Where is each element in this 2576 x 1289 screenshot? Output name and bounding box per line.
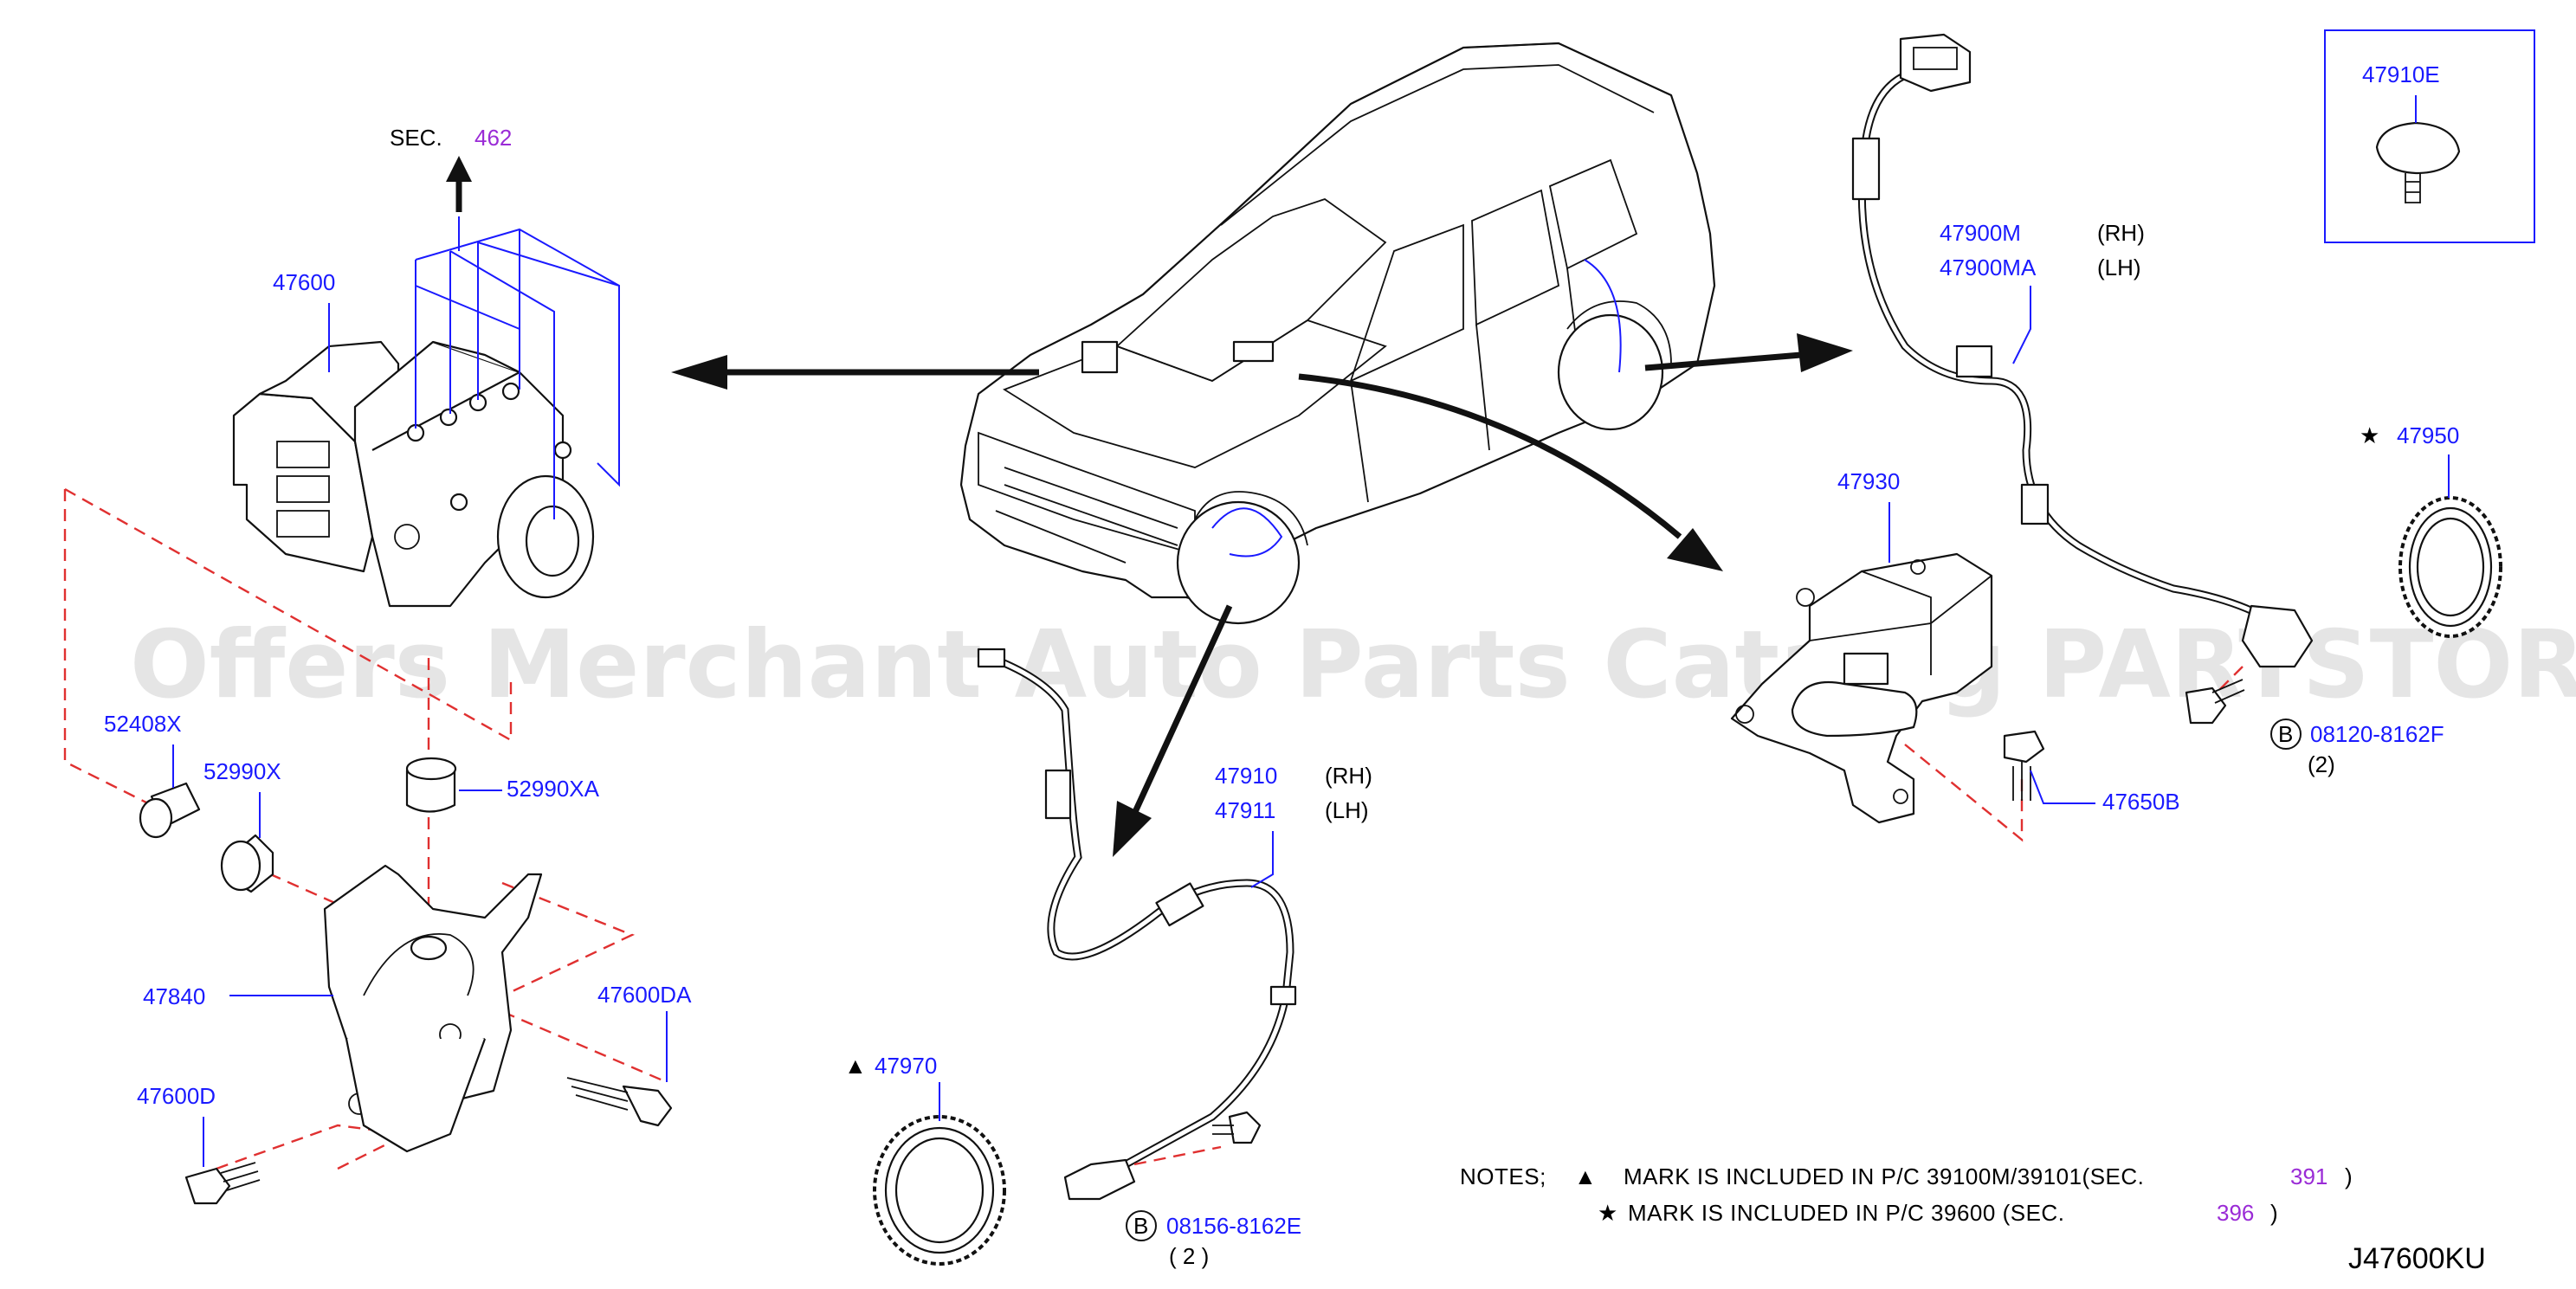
vehicle-illustration bbox=[959, 42, 1716, 625]
direction-arrows bbox=[446, 156, 1853, 857]
part-47900M-label[interactable]: 47900M bbox=[1940, 220, 2021, 246]
part-47950-sensor-rotor bbox=[2398, 496, 2502, 638]
bolt-b-front-marker: B bbox=[1133, 1213, 1148, 1239]
notes-line1-marker: ▲ bbox=[1574, 1163, 1597, 1189]
part-47911-label[interactable]: 47911 bbox=[1215, 797, 1275, 823]
part-47950-label[interactable]: 47950 bbox=[2397, 422, 2459, 448]
bolt-b-circle-rear bbox=[2270, 719, 2302, 750]
triangle-marker-47970: ▲ bbox=[844, 1053, 867, 1079]
part-47600DA-bolt bbox=[566, 1077, 673, 1127]
abs-actuator-47600 bbox=[232, 340, 595, 608]
notes-line2-close: ) bbox=[2270, 1200, 2278, 1226]
bolt-b-rear-marker: B bbox=[2278, 721, 2293, 747]
rear-wheel-sensor-harness bbox=[1851, 33, 2314, 668]
part-47600-label[interactable]: 47600 bbox=[273, 269, 335, 295]
part-52990X-bushing bbox=[220, 834, 274, 893]
part-47970-sensor-rotor bbox=[873, 1115, 1006, 1266]
part-47910E-box bbox=[2324, 29, 2535, 243]
part-47600DA-label[interactable]: 47600DA bbox=[597, 982, 692, 1008]
part-47900MA-label[interactable]: 47900MA bbox=[1940, 255, 2037, 280]
section-prefix: SEC. bbox=[390, 125, 442, 151]
part-47970-label[interactable]: 47970 bbox=[875, 1053, 937, 1079]
part-08156-8162E-label[interactable]: 08156-8162E bbox=[1166, 1213, 1301, 1239]
part-47910E-label[interactable]: 47910E bbox=[2362, 61, 2440, 87]
bolt-b-circle-front bbox=[1126, 1210, 1157, 1241]
diagram-code: J47600KU bbox=[2348, 1242, 2486, 1275]
part-52408X-label[interactable]: 52408X bbox=[104, 711, 182, 737]
part-47840-bracket bbox=[323, 864, 543, 1153]
part-47930-label[interactable]: 47930 bbox=[1837, 468, 1900, 494]
part-47910-label[interactable]: 47910 bbox=[1215, 763, 1277, 789]
notes-prefix: NOTES; bbox=[1460, 1163, 1546, 1189]
front-wheel-sensor-harness bbox=[977, 648, 1297, 1201]
part-52990X-label[interactable]: 52990X bbox=[203, 758, 281, 784]
watermark-text: Offers Merchant Auto Parts Catalog PARTS… bbox=[130, 611, 2576, 719]
actuator-port-lines bbox=[415, 216, 620, 519]
part-47900MA-side: (LH) bbox=[2097, 255, 2141, 280]
part-47910E-clip bbox=[2375, 121, 2461, 203]
notes-sec-396-link[interactable]: 396 bbox=[2217, 1200, 2254, 1226]
part-47600D-label[interactable]: 47600D bbox=[137, 1083, 216, 1109]
section-462-link[interactable]: 462 bbox=[475, 125, 512, 151]
part-08120-8162F-label[interactable]: 08120-8162F bbox=[2310, 721, 2444, 747]
part-52990XA-bushing bbox=[405, 757, 457, 813]
notes-line2-marker: ★ bbox=[1598, 1200, 1618, 1226]
part-47900M-side: (RH) bbox=[2097, 220, 2145, 246]
part-08156-qty: ( 2 ) bbox=[1169, 1243, 1209, 1269]
front-sensor-bolt bbox=[1212, 1111, 1262, 1144]
part-52408X-grommet bbox=[139, 782, 201, 839]
part-47930-bracket bbox=[1730, 552, 1993, 824]
part-52990XA-label[interactable]: 52990XA bbox=[507, 776, 600, 802]
notes-line1-text: MARK IS INCLUDED IN P/C 39100M/39101(SEC… bbox=[1624, 1163, 2144, 1189]
rear-sensor-bolt bbox=[2185, 679, 2245, 725]
part-47911-side: (LH) bbox=[1325, 797, 1369, 823]
part-47600D-bolt bbox=[184, 1162, 261, 1205]
part-47840-label[interactable]: 47840 bbox=[143, 983, 205, 1009]
notes-line2-text: MARK IS INCLUDED IN P/C 39600 (SEC. bbox=[1628, 1200, 2064, 1226]
part-47910-side: (RH) bbox=[1325, 763, 1372, 789]
part-47650B-label[interactable]: 47650B bbox=[2102, 789, 2180, 815]
star-marker-47950: ★ bbox=[2360, 422, 2379, 448]
notes-line1-close: ) bbox=[2345, 1163, 2353, 1189]
part-08120-qty: (2) bbox=[2308, 751, 2335, 777]
notes-sec-391-link[interactable]: 391 bbox=[2290, 1163, 2327, 1189]
